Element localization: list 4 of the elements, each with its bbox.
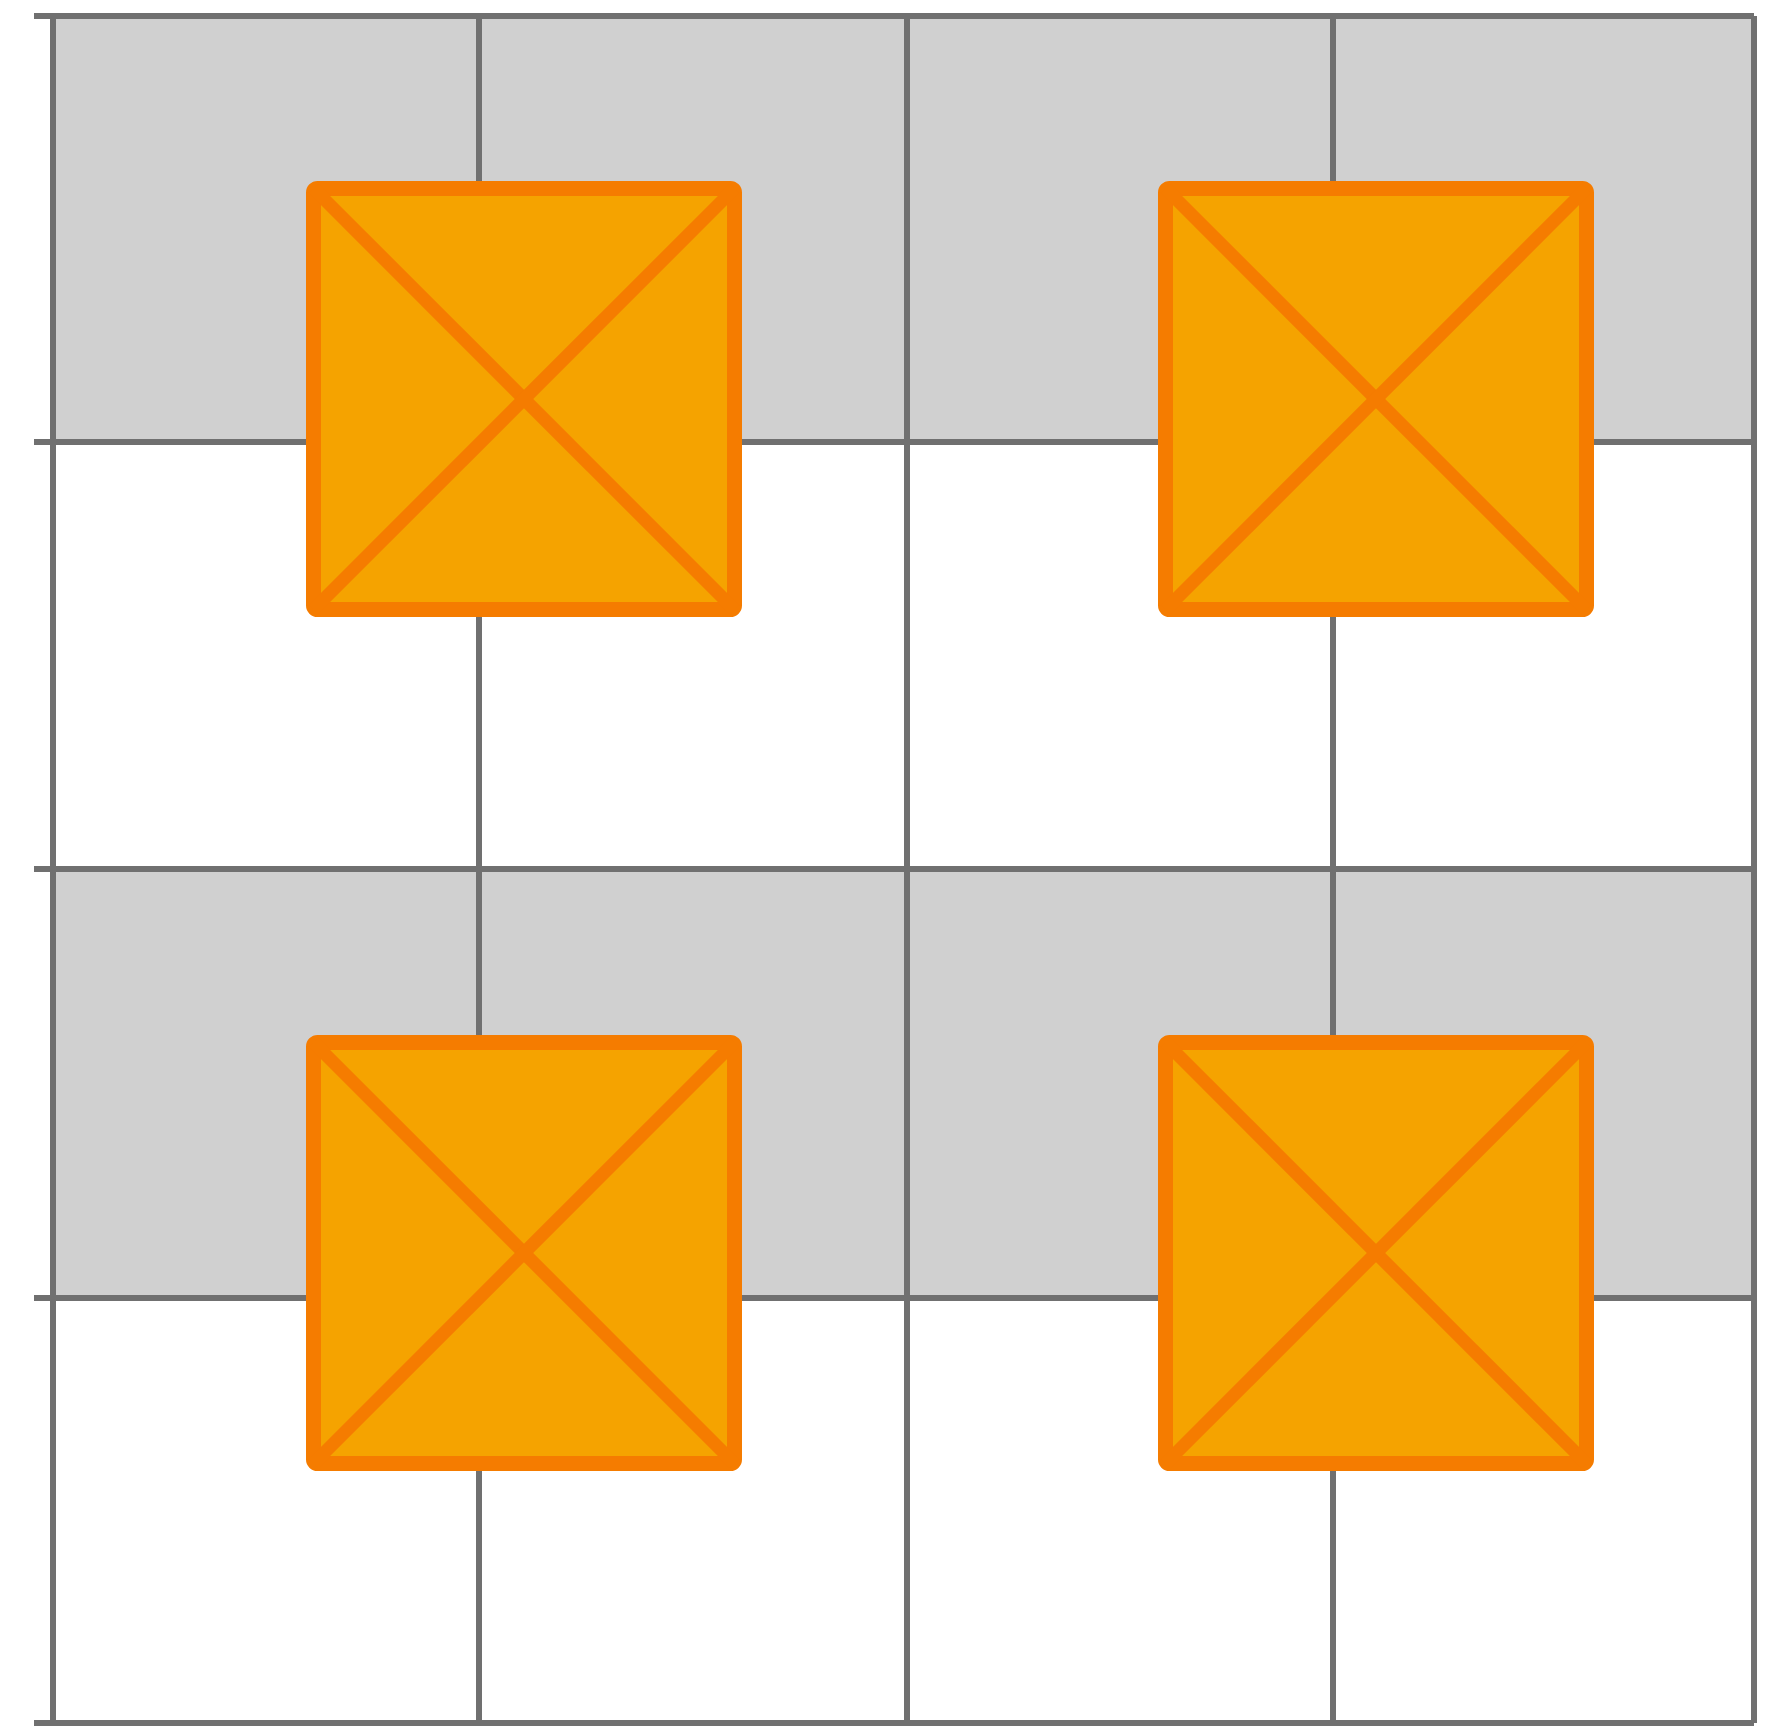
crossed-box	[306, 1035, 742, 1471]
crossed-box	[1158, 181, 1594, 617]
crossed-box	[306, 181, 742, 617]
crossed-box	[1158, 1035, 1594, 1471]
